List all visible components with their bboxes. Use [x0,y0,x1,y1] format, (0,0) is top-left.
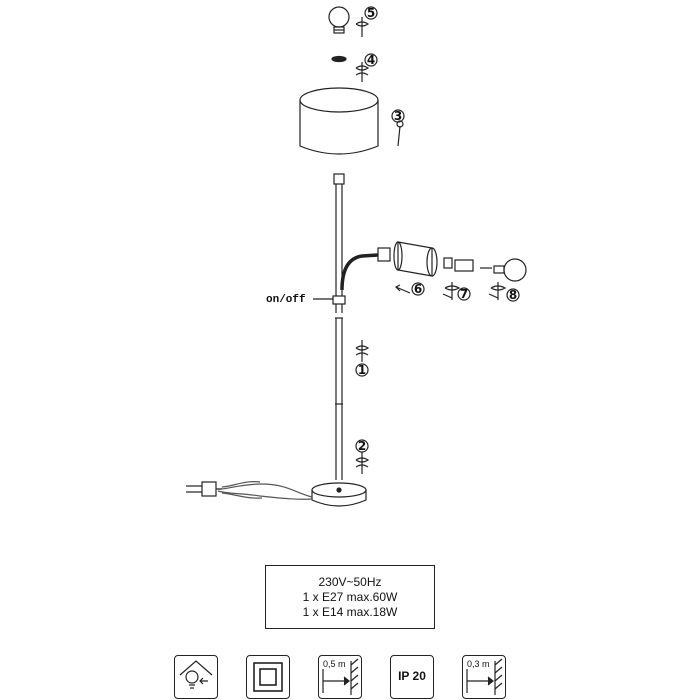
step-1-label: 1 [358,363,366,377]
screw-3 [396,120,404,147]
assembly-arrow-7 [442,282,461,300]
step-4-label: 4 [367,53,375,67]
e14-bulb [503,258,527,282]
spec-voltage: 230V~50Hz [318,574,382,589]
min-distance-icon-0-5m: 0,5 m [318,655,362,699]
step-5-label: 5 [367,6,375,20]
assembly-arrow-2 [355,452,370,474]
assembly-arrow-6 [394,284,411,294]
power-cord [217,481,313,500]
assembly-arrow-1 [355,340,370,362]
step-6-label: 6 [414,282,422,296]
distance-label: 0,3 m [467,659,490,669]
step-8-label: 8 [509,288,517,302]
step-2-label: 2 [358,439,366,453]
step-3-label: 3 [394,109,402,123]
min-distance-icon-0-3m: 0,3 m [462,655,506,699]
led-compatible-icon [174,655,218,699]
distance-label: 0,5 m [323,659,346,669]
class-ii-insulation-icon [246,655,290,699]
lamp-holder [333,173,345,185]
lamp-base [311,482,367,507]
e14-bulb-base [493,265,505,274]
assembly-arrow-5 [355,17,370,37]
reading-lamp-holder [377,247,391,262]
main-lampshade [299,87,379,155]
upper-pole [335,184,343,313]
switch [332,295,346,305]
switch-label: on/off [266,294,306,306]
electrical-specs: 230V~50Hz 1 x E27 max.60W 1 x E14 max.18… [265,565,435,629]
ip-rating-label: IP 20 [398,669,426,683]
e27-bulb [328,6,350,34]
shade-ring [331,55,347,63]
spec-e27: 1 x E27 max.60W [302,589,398,604]
spec-e14: 1 x E14 max.18W [302,604,398,619]
reading-lampshade [393,241,438,277]
assembly-arrow-8 [480,267,507,300]
e14-socket-sleeve [454,259,474,272]
power-plug [186,481,222,497]
assembly-arrow-4 [355,62,370,82]
gooseneck-arm [340,253,379,291]
ip-rating-icon: IP 20 [390,655,434,699]
e14-socket [443,257,453,269]
step-7-label: 7 [460,287,468,301]
lower-pole [335,317,343,480]
